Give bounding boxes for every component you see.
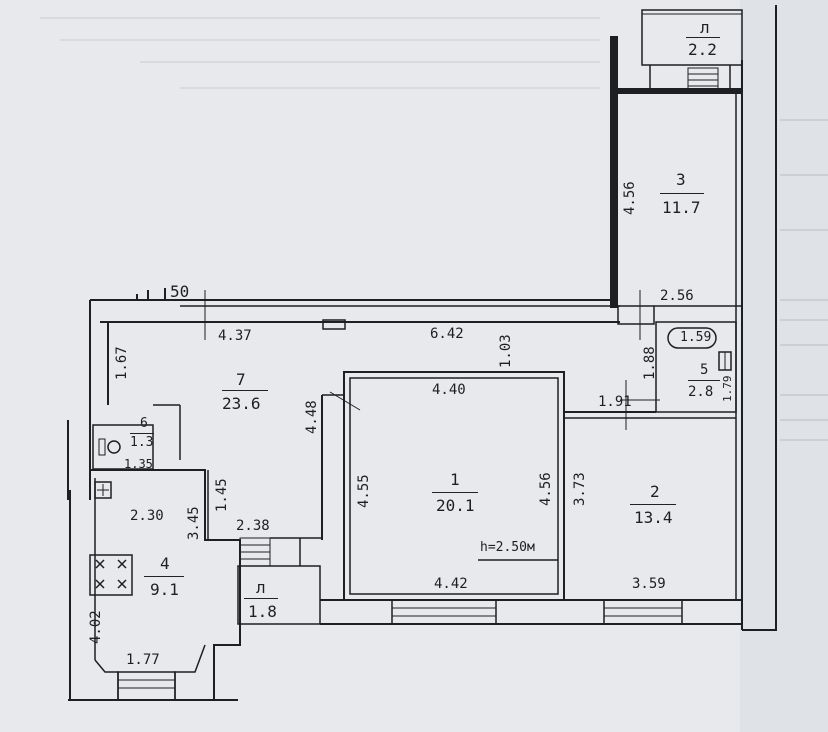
background-text-lines <box>780 119 828 441</box>
room-6-number: 6 <box>140 416 148 431</box>
dim-3-73: 3.73 <box>572 472 588 506</box>
room-5-area: 2.8 <box>688 384 714 400</box>
dim-1-45: 1.45 <box>214 478 230 512</box>
balcony-top-label: л <box>700 18 710 37</box>
dim-2-56: 2.56 <box>660 288 694 304</box>
room-1-area: 20.1 <box>436 496 475 515</box>
dim-1-79: 1.79 <box>721 375 734 403</box>
dim-4-56-room1: 4.56 <box>538 472 554 506</box>
dim-1-88: 1.88 <box>642 346 658 380</box>
dim-1-35: 1.35 <box>124 457 153 471</box>
dim-1-03: 1.03 <box>498 334 514 368</box>
dim-4-55: 4.55 <box>356 474 372 508</box>
dim-50: 50 <box>170 282 190 301</box>
dim-1-91: 1.91 <box>598 394 632 410</box>
dim-3-45: 3.45 <box>186 506 202 540</box>
room-5-number: 5 <box>700 362 709 378</box>
dim-4-56-room3: 4.56 <box>622 181 638 215</box>
room-4-area: 9.1 <box>150 580 179 599</box>
dim-6-42: 6.42 <box>430 326 464 342</box>
balcony-top-area: 2.2 <box>688 40 717 59</box>
dim-4-48: 4.48 <box>304 400 320 434</box>
dim-4-37: 4.37 <box>218 328 252 344</box>
stove-icon <box>95 559 127 589</box>
room-2-number: 2 <box>650 482 660 501</box>
room-6-area: 1.3 <box>130 435 154 450</box>
dim-2-30: 2.30 <box>130 508 164 524</box>
dim-1-77: 1.77 <box>126 652 160 668</box>
room-7-area: 23.6 <box>222 394 261 413</box>
room-3-area: 11.7 <box>662 198 701 217</box>
balcony-lower-area: 1.8 <box>248 602 277 621</box>
room-1-number: 1 <box>450 470 460 489</box>
room-3-number: 3 <box>676 170 686 189</box>
dim-4-40: 4.40 <box>432 382 466 398</box>
room-4-number: 4 <box>160 554 170 573</box>
dim-3-59: 3.59 <box>632 576 666 592</box>
room-7-number: 7 <box>236 370 246 389</box>
dim-1-59: 1.59 <box>680 330 712 345</box>
dim-4-42: 4.42 <box>434 576 468 592</box>
dim-4-02: 4.02 <box>88 610 104 644</box>
room-2-area: 13.4 <box>634 508 673 527</box>
ceiling-height: h=2.50м <box>480 540 535 555</box>
balcony-lower-label: л <box>256 578 266 597</box>
balcony-top <box>641 9 743 66</box>
dim-2-38: 2.38 <box>236 518 270 534</box>
dim-1-67: 1.67 <box>114 346 130 380</box>
